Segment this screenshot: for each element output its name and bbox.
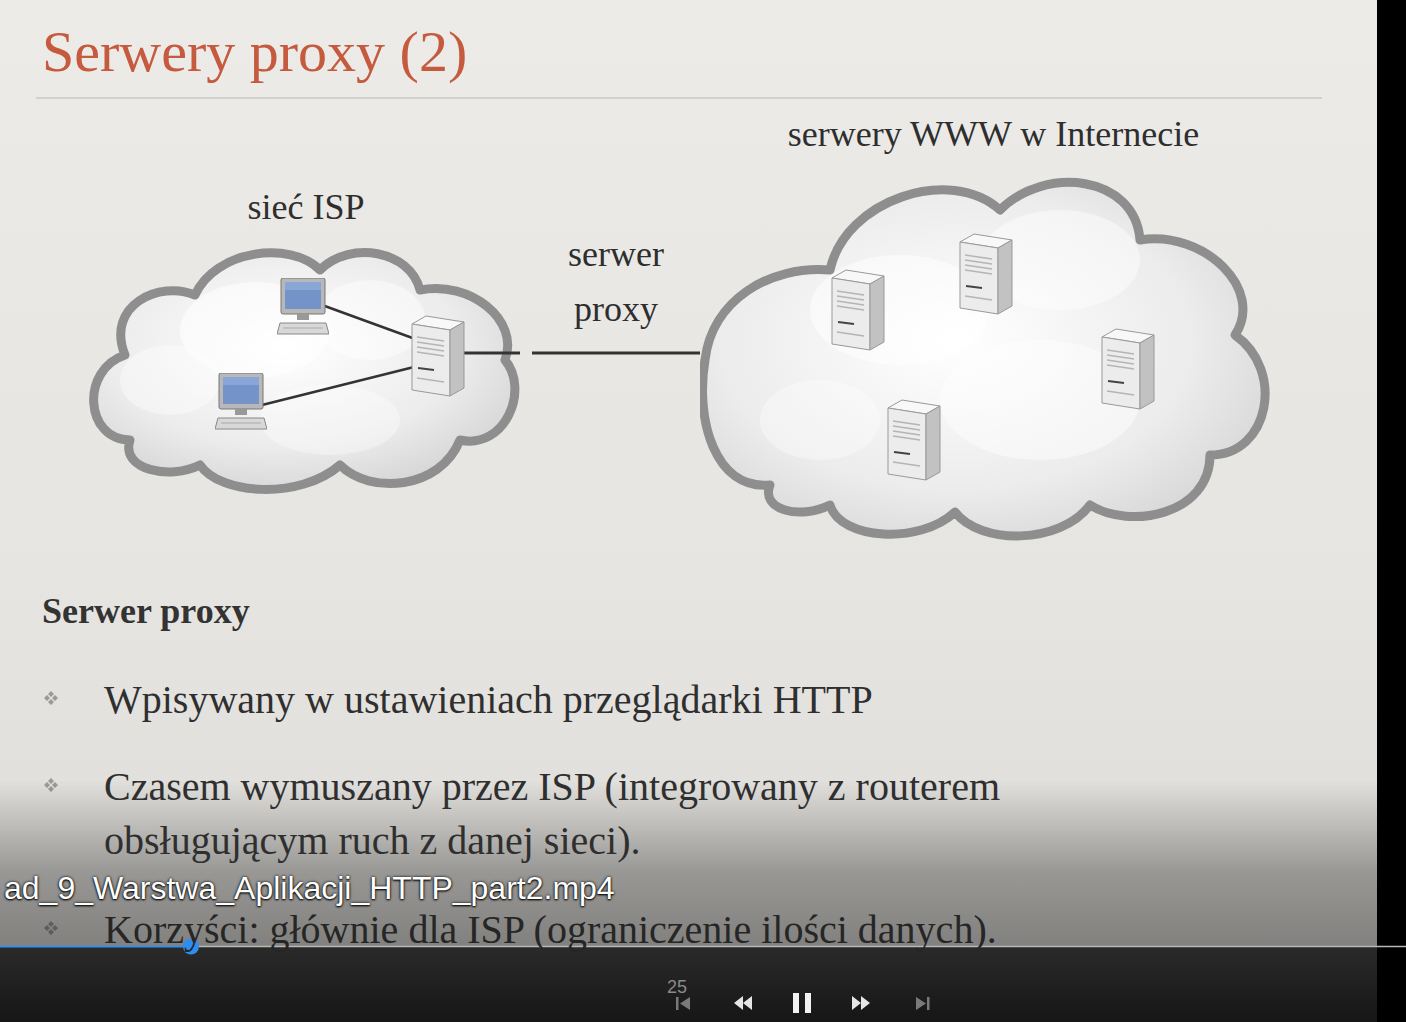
internet-cloud-node: serwery WWW w Internecie: [700, 112, 1287, 542]
player-controls: [676, 993, 930, 1013]
player-bar: [0, 947, 1406, 1022]
title-rule: [36, 97, 1322, 99]
video-filename: ad_9_Warstwa_Aplikacji_HTTP_part2.mp4: [4, 868, 615, 908]
isp-cloud: [80, 185, 520, 495]
internet-cloud: [700, 112, 1275, 542]
bullet-text: Korzyści: głównie dla ISP (ograniczenie …: [104, 903, 1344, 957]
bullet-text: Wpisywany w ustawieniach przeglądarki HT…: [104, 673, 1344, 727]
bullet-text: Czasem wymuszany przez ISP (integrowany …: [104, 760, 1164, 868]
section-heading: Serwer proxy: [42, 588, 250, 634]
edge-label: serwer proxy: [546, 227, 686, 337]
cloud-label: sieć ISP: [80, 185, 532, 229]
cloud-label: serwery WWW w Internecie: [700, 112, 1287, 156]
slide-title: Serwery proxy (2): [42, 16, 467, 88]
side-bar: [1377, 0, 1406, 1022]
isp-cloud-node: sieć ISP: [80, 185, 532, 495]
slide-number: 25: [667, 977, 687, 997]
connector-line: [532, 352, 700, 355]
